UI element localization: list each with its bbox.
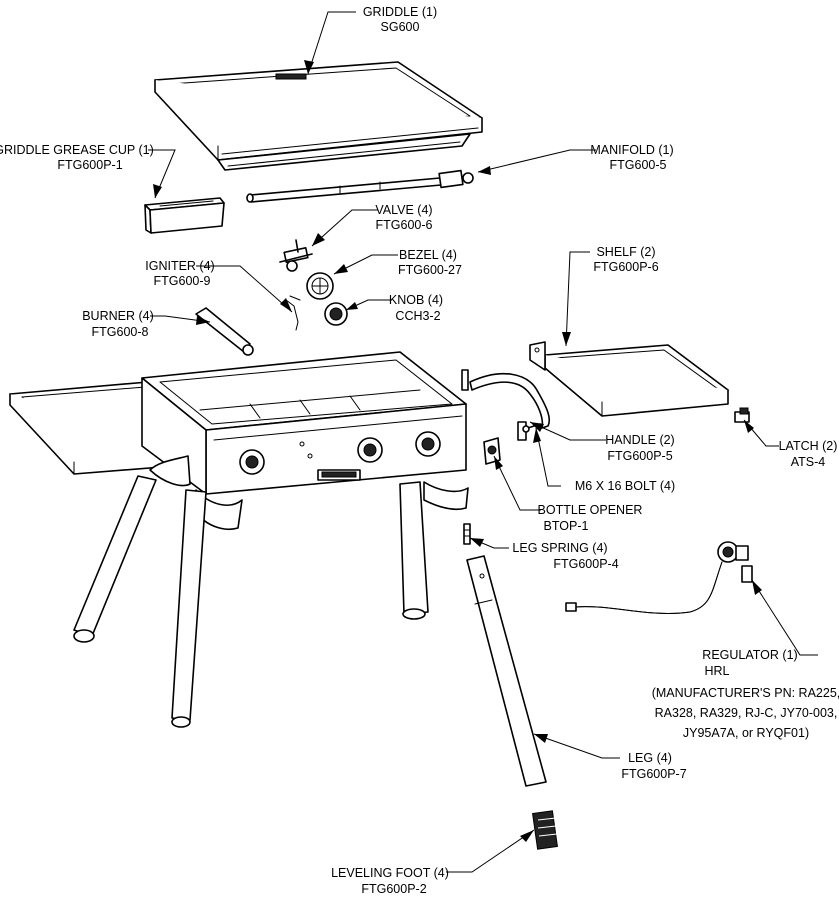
callout-bezel: BEZEL (4) FTG600-27 bbox=[398, 248, 462, 277]
manifold-part-number: FTG600-5 bbox=[610, 158, 667, 172]
grease-cup-part bbox=[144, 197, 225, 234]
callout-manifold: MANIFOLD (1) FTG600-5 bbox=[590, 143, 673, 172]
leveling-foot-part bbox=[532, 810, 558, 850]
griddle-part-number: SG600 bbox=[381, 20, 420, 34]
leg-spring-part-number: FTG600P-4 bbox=[553, 557, 618, 571]
leg-part-number: FTG600P-7 bbox=[621, 767, 686, 781]
grill-assembly bbox=[9, 351, 469, 728]
manifold-name: MANIFOLD (1) bbox=[590, 143, 673, 157]
leg-part bbox=[466, 555, 547, 787]
manifold-part bbox=[246, 169, 474, 203]
bottle-opener-part-number: BTOP-1 bbox=[544, 519, 589, 533]
callout-knob: KNOB (4) CCH3-2 bbox=[389, 293, 443, 323]
burner-part-number: FTG600-8 bbox=[92, 325, 149, 339]
bezel-part-number: FTG600-27 bbox=[398, 263, 462, 277]
callout-bottle-opener: BOTTLE OPENER BTOP-1 bbox=[538, 503, 643, 533]
valve-part-number: FTG600-6 bbox=[376, 218, 433, 232]
callout-griddle: GRIDDLE (1) SG600 bbox=[363, 5, 437, 34]
leveling-foot-part-number: FTG600P-2 bbox=[361, 882, 426, 896]
grease-cup-part-number: FTG600P-1 bbox=[57, 158, 122, 172]
callout-grease-cup: GRIDDLE GREASE CUP (1) FTG600P-1 bbox=[0, 143, 154, 172]
shelf-part-right bbox=[529, 341, 729, 417]
bolt-name: M6 X 16 BOLT (4) bbox=[575, 479, 675, 493]
callout-latch: LATCH (2) ATS-4 bbox=[779, 439, 838, 469]
leveling-foot-name: LEVELING FOOT (4) bbox=[331, 866, 449, 880]
regulator-part-number: HRL bbox=[704, 664, 729, 678]
callout-igniter: IGNITER (4) FTG600-9 bbox=[145, 259, 214, 288]
igniter-part bbox=[285, 295, 301, 331]
callout-valve: VALVE (4) FTG600-6 bbox=[375, 203, 432, 232]
burner-name: BURNER (4) bbox=[82, 309, 154, 323]
regulator-name: REGULATOR (1) bbox=[702, 648, 797, 662]
bottle-opener-name: BOTTLE OPENER bbox=[538, 503, 643, 517]
valve-part bbox=[279, 239, 313, 272]
igniter-name: IGNITER (4) bbox=[145, 259, 214, 273]
handle-part bbox=[461, 369, 551, 441]
valve-name: VALVE (4) bbox=[375, 203, 432, 217]
burner-part bbox=[195, 307, 254, 356]
latch-part bbox=[734, 407, 750, 423]
bezel-name: BEZEL (4) bbox=[399, 248, 457, 262]
grease-cup-name: GRIDDLE GREASE CUP (1) bbox=[0, 143, 154, 157]
shelf-name: SHELF (2) bbox=[596, 245, 655, 259]
callout-burner: BURNER (4) FTG600-8 bbox=[82, 309, 154, 339]
handle-name: HANDLE (2) bbox=[605, 433, 674, 447]
callout-regulator: REGULATOR (1) HRL (MANUFACTURER'S PN: RA… bbox=[652, 648, 839, 740]
callout-shelf: SHELF (2) FTG600P-6 bbox=[593, 245, 658, 274]
latch-part-number: ATS-4 bbox=[791, 455, 826, 469]
callout-leg-spring: LEG SPRING (4) FTG600P-4 bbox=[512, 541, 618, 571]
knob-name: KNOB (4) bbox=[389, 293, 443, 307]
leader-lines bbox=[148, 11, 818, 873]
callout-bolt: M6 X 16 BOLT (4) bbox=[575, 479, 675, 493]
bottle-opener-part bbox=[483, 437, 501, 465]
regulator-note-line-1: (MANUFACTURER'S PN: RA225, bbox=[652, 686, 839, 700]
callout-leveling-foot: LEVELING FOOT (4) FTG600P-2 bbox=[331, 866, 449, 896]
callout-leg: LEG (4) FTG600P-7 bbox=[621, 751, 686, 781]
callout-handle: HANDLE (2) FTG600P-5 bbox=[605, 433, 674, 463]
griddle-name: GRIDDLE (1) bbox=[363, 5, 437, 19]
igniter-part-number: FTG600-9 bbox=[154, 274, 211, 288]
regulator-part bbox=[565, 541, 753, 615]
latch-name: LATCH (2) bbox=[779, 439, 838, 453]
knob-part-number: CCH3-2 bbox=[395, 309, 440, 323]
leg-spring-part bbox=[463, 523, 471, 545]
shelf-part-number: FTG600P-6 bbox=[593, 260, 658, 274]
regulator-note-line-3: JY95A7A, or RYQF01) bbox=[683, 726, 809, 740]
handle-part-number: FTG600P-5 bbox=[607, 449, 672, 463]
knob-part bbox=[324, 302, 348, 326]
leg-name: LEG (4) bbox=[628, 751, 672, 765]
regulator-note-line-2: RA328, RA329, RJ-C, JY70-003, bbox=[655, 706, 838, 720]
griddle-part bbox=[154, 61, 483, 171]
bezel-part bbox=[306, 272, 334, 300]
leg-spring-name: LEG SPRING (4) bbox=[512, 541, 607, 555]
